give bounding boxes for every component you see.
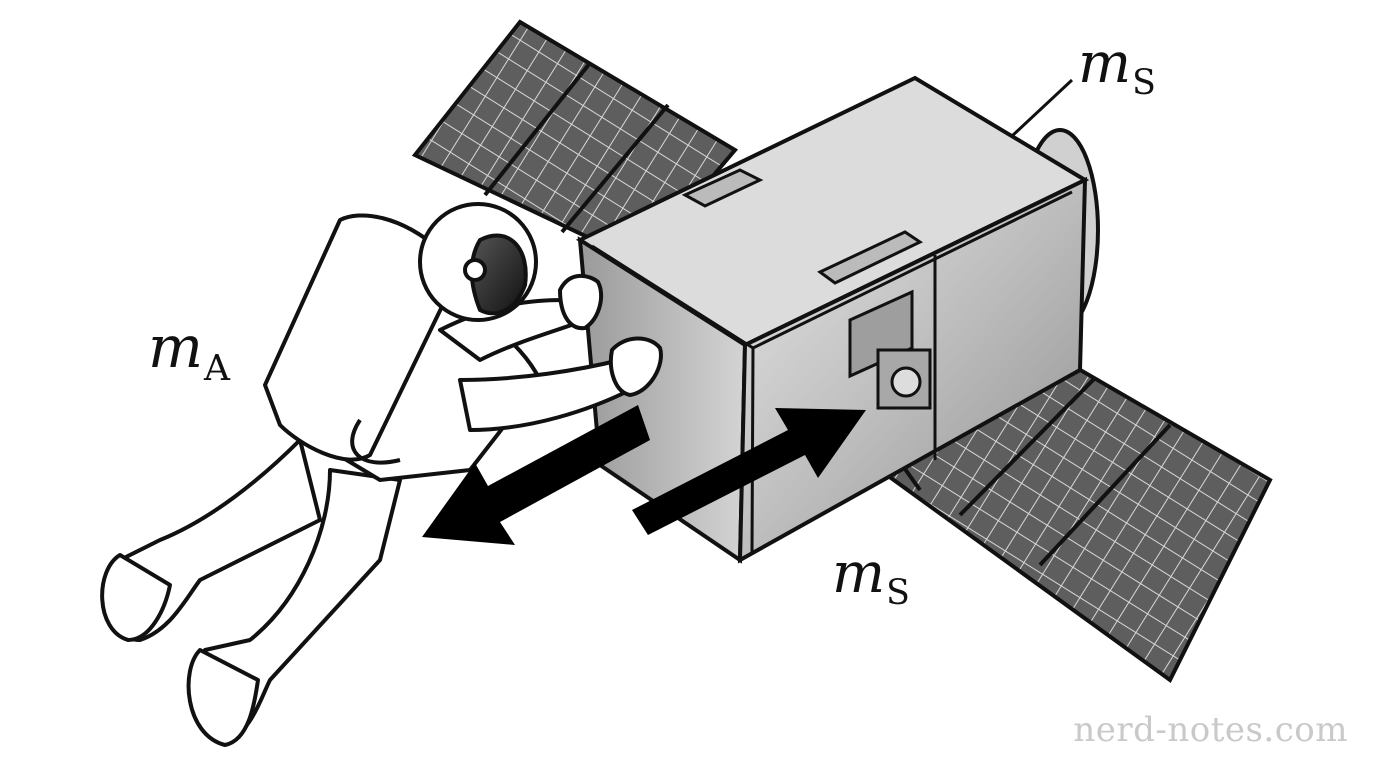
force-arrow-on-astronaut xyxy=(422,405,650,545)
astronaut xyxy=(100,202,663,747)
astronaut-mass-label: mA xyxy=(148,313,230,389)
watermark: nerd-notes.com xyxy=(1073,710,1348,750)
satellite-mass-label-bottom: mS xyxy=(832,541,910,614)
satellite-mass-label-top: mS xyxy=(1078,31,1156,104)
force-arrow-on-satellite xyxy=(632,408,866,535)
satellite-body xyxy=(575,75,1100,564)
leader-line-ms-top xyxy=(1010,78,1074,138)
